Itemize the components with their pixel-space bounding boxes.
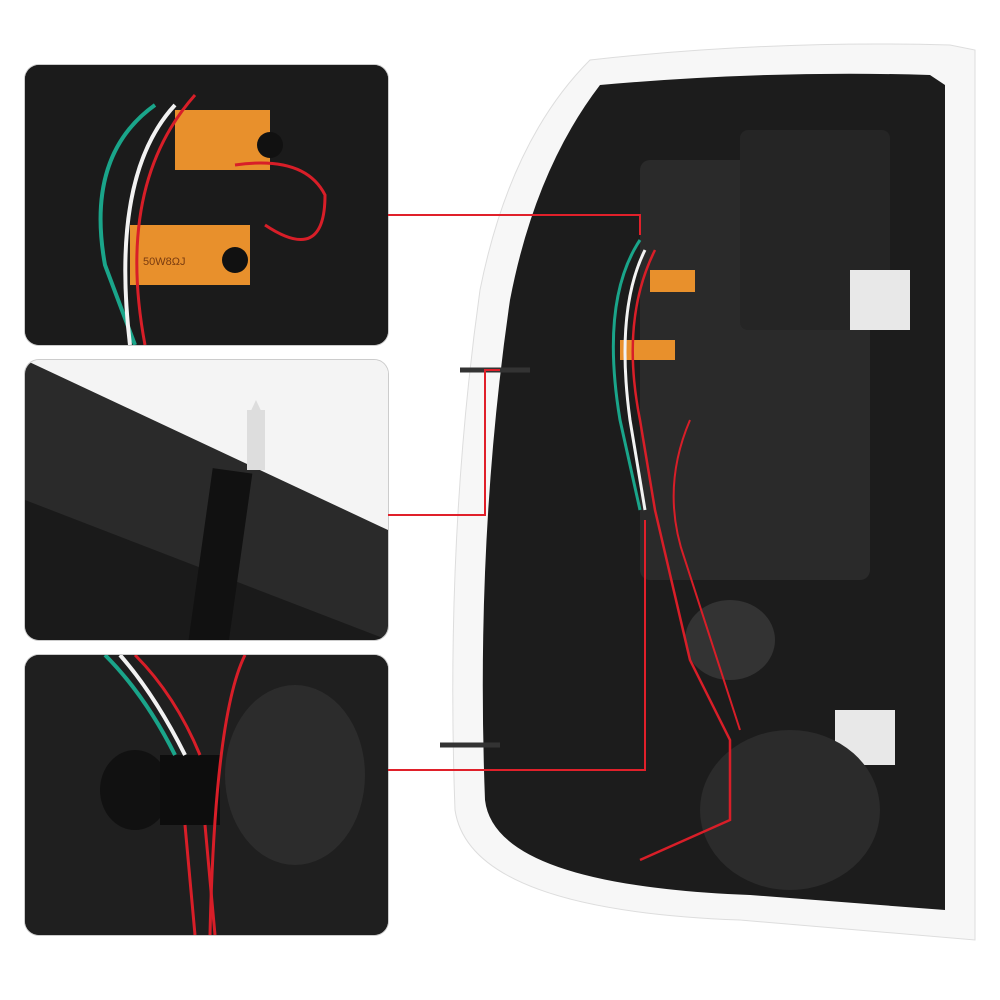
resistor-marking: 50W8ΩJ	[143, 256, 185, 268]
detail-panel-mounting-stud	[25, 360, 388, 640]
tail-light-back-view	[440, 40, 980, 960]
resistor	[650, 270, 695, 292]
connector-closeup	[25, 655, 388, 935]
stud-closeup	[25, 360, 388, 640]
tail-light-illustration	[440, 43, 976, 941]
detail-panel-resistors: 50W8ΩJ	[25, 65, 388, 345]
resistor	[620, 340, 675, 360]
detail-panel-connector	[25, 655, 388, 935]
resistor-closeup: 50W8ΩJ	[25, 65, 388, 345]
